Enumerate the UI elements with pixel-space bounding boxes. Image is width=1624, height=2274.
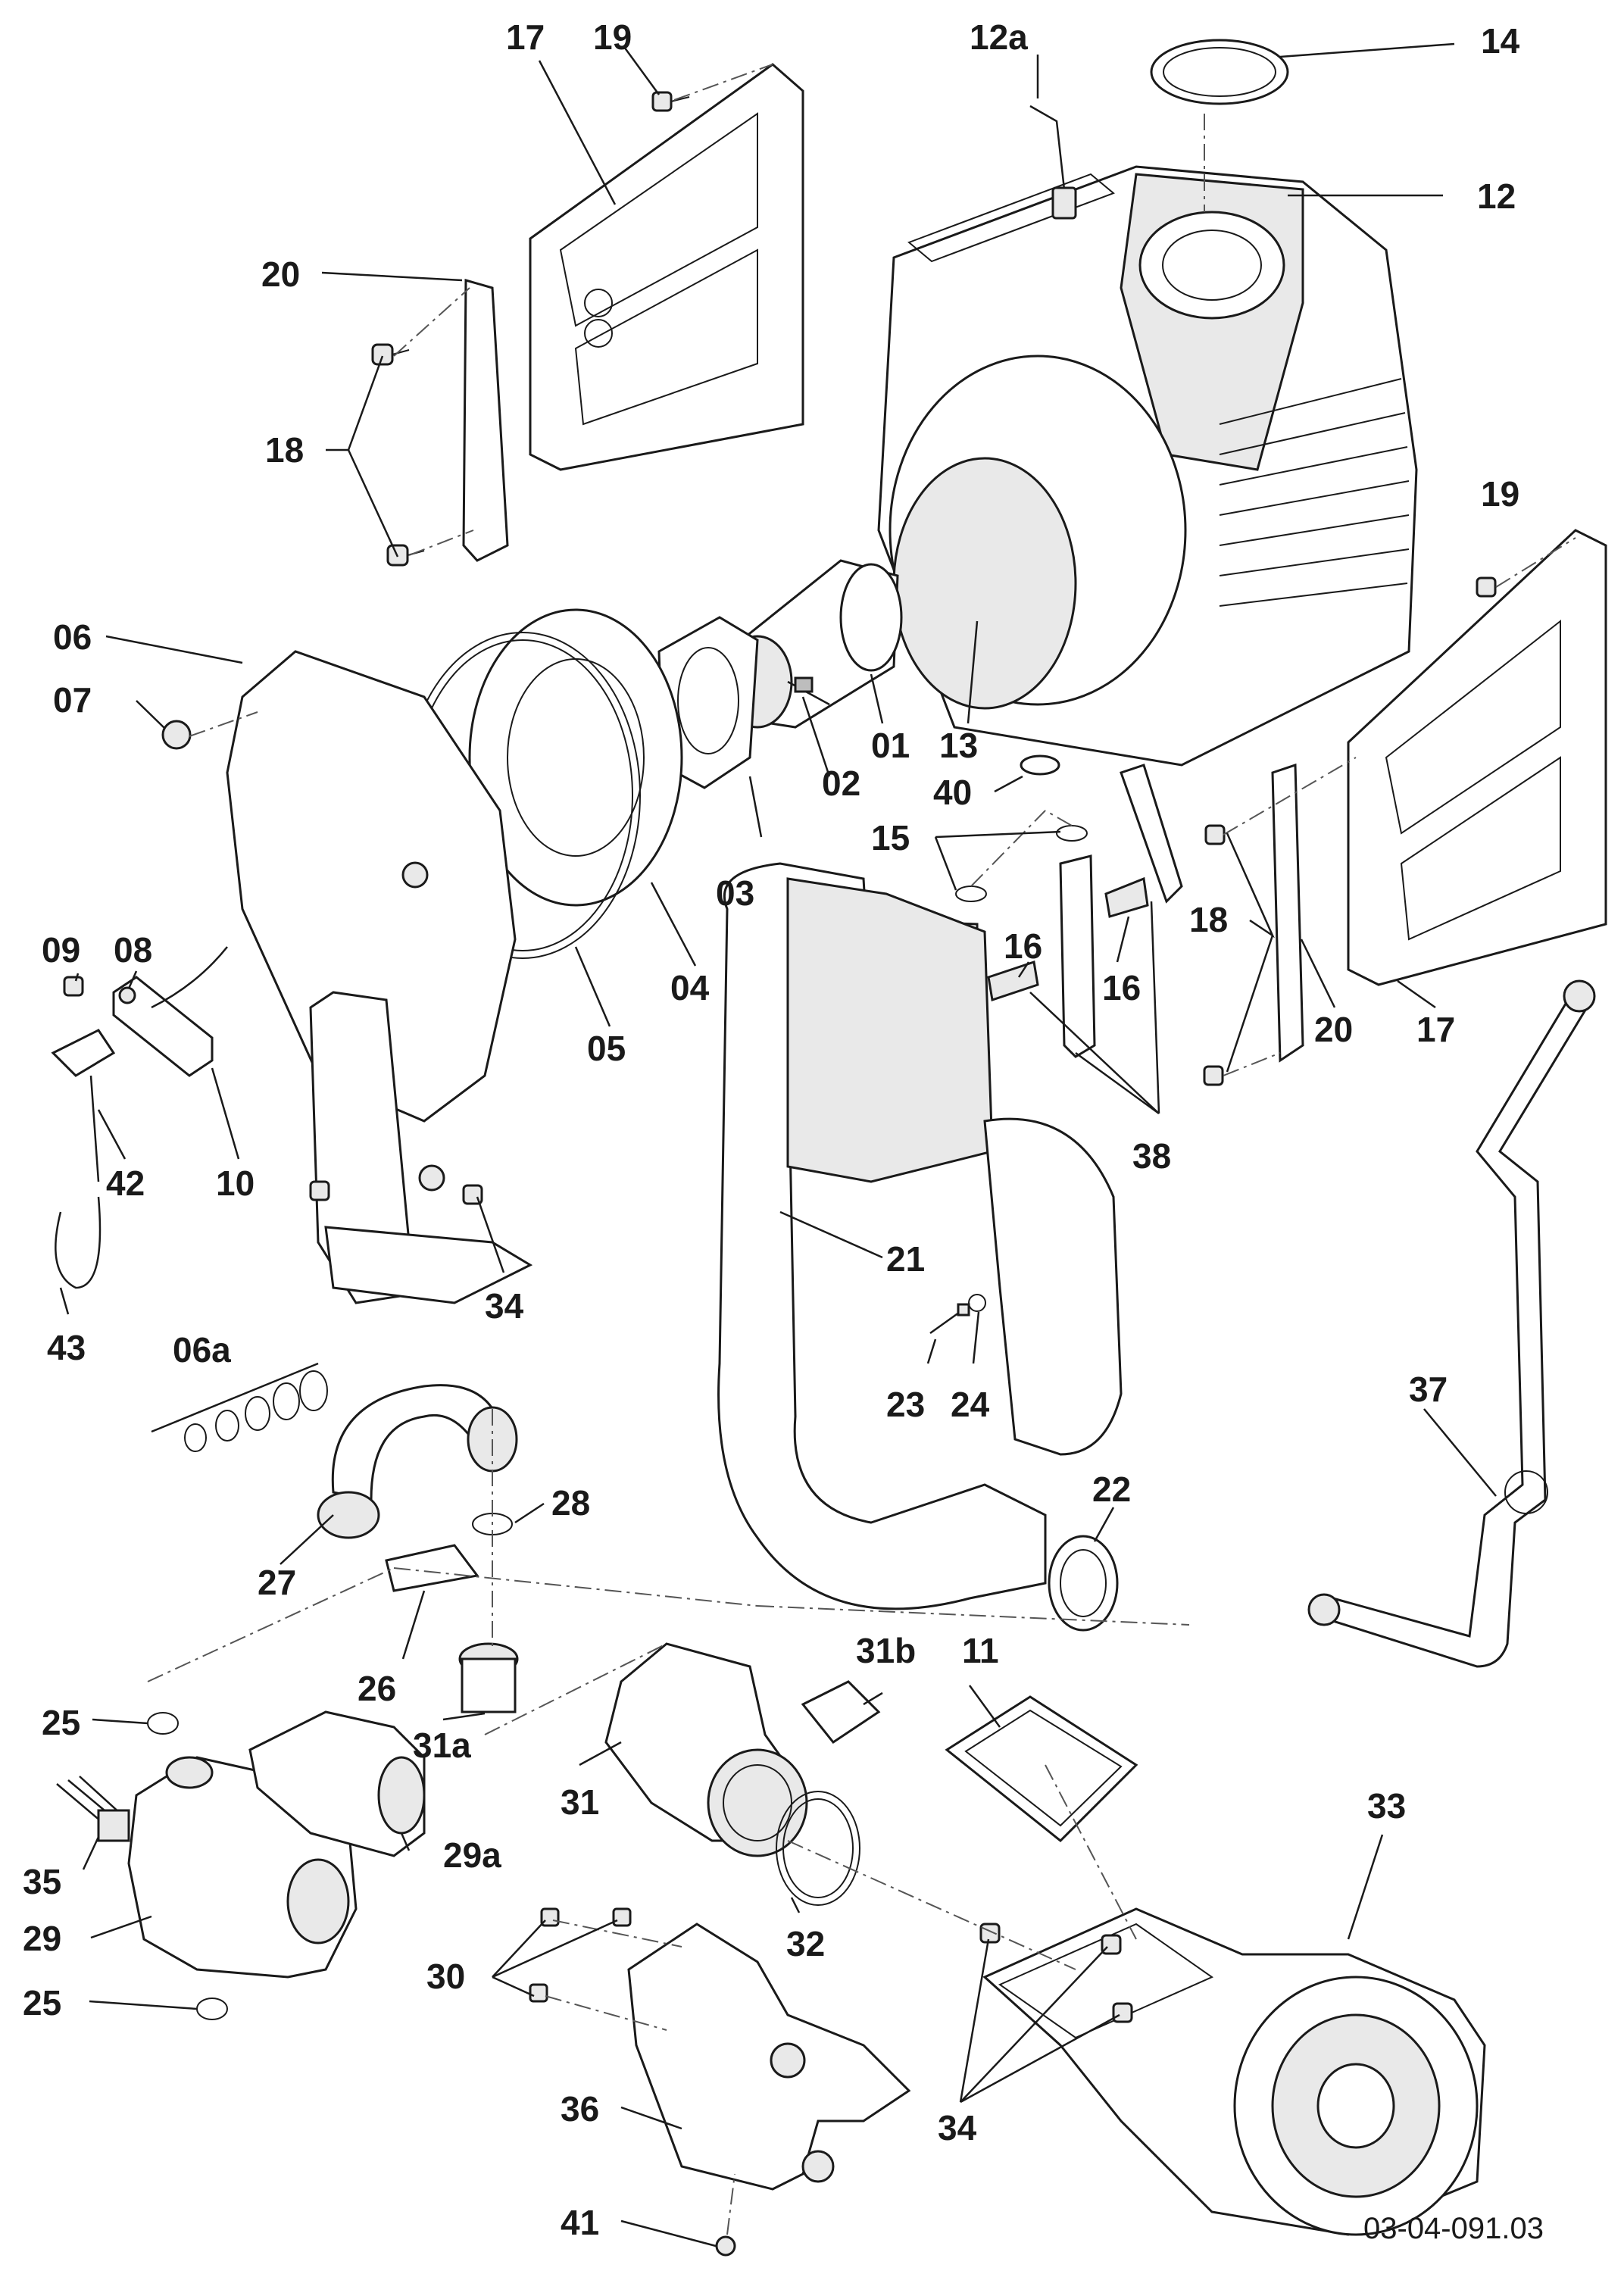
- label-06: 06: [53, 617, 92, 657]
- part-14-flue-gasket: [1150, 39, 1289, 105]
- label-34: 34: [485, 1286, 524, 1326]
- label-23: 23: [886, 1385, 925, 1424]
- label-21: 21: [886, 1239, 925, 1279]
- part-41-screw: [715, 2235, 736, 2257]
- part-31a-adapter: [458, 1642, 519, 1713]
- assembly-lines: [147, 64, 1576, 2235]
- part-19-screw-top: [651, 91, 690, 112]
- label-30: 30: [426, 1957, 465, 1996]
- part-43-ignition-lead: [55, 1196, 102, 1289]
- label-03: 03: [716, 873, 754, 913]
- part-31b-clip: [801, 1680, 881, 1745]
- label-29: 29: [23, 1919, 61, 1958]
- label-31: 31: [561, 1782, 599, 1822]
- label-10: 10: [216, 1164, 255, 1203]
- label-19: 19: [593, 17, 632, 57]
- part-23-screw: [929, 1303, 970, 1335]
- label-16: 16: [1004, 926, 1042, 966]
- label-12a: 12a: [970, 17, 1028, 57]
- part-24-washer: [968, 1294, 986, 1312]
- callout-labels: 17 19 12a 14 12 20 18 19 06 07 13 01 02 …: [23, 17, 1544, 2245]
- part-fan-duct: [309, 991, 533, 1304]
- part-26-clip: [385, 1544, 479, 1592]
- label-31b: 31b: [856, 1631, 916, 1670]
- part-32-o-ring: [776, 1791, 860, 1906]
- part-02-electrode: [787, 676, 830, 706]
- part-06a-o-ring-set: [151, 1362, 328, 1452]
- label-09: 09: [42, 930, 80, 970]
- part-18-screws-top: [371, 343, 425, 567]
- label-08: 08: [114, 930, 152, 970]
- label-17: 17: [1416, 1010, 1455, 1049]
- label-22: 22: [1092, 1470, 1131, 1509]
- label-41: 41: [561, 2203, 599, 2242]
- part-21-air-intake-duct: [717, 862, 1123, 1610]
- part-42-ignition-cable: [51, 1029, 116, 1182]
- part-20-rail-top: [462, 279, 509, 562]
- part-13-burner-opening: [889, 355, 1187, 710]
- label-06a: 06a: [173, 1330, 231, 1370]
- label-43: 43: [47, 1328, 86, 1367]
- part-35-connector: [56, 1776, 130, 1842]
- part-06-burner-door: [226, 650, 517, 1192]
- label-18: 18: [1189, 900, 1228, 939]
- label-25: 25: [42, 1703, 80, 1742]
- part-22-duct-seal: [1048, 1535, 1119, 1632]
- part-37-gas-pipe: [1307, 979, 1596, 1668]
- part-12a-sensor: [1029, 105, 1077, 220]
- part-08-electrode-holder: [112, 946, 228, 1077]
- part-40-hose-clamp: [1020, 754, 1060, 776]
- label-38: 38: [1132, 1136, 1171, 1176]
- label-16: 16: [1102, 968, 1141, 1007]
- part-30-screws: [529, 1907, 632, 2003]
- label-34: 34: [938, 2108, 977, 2147]
- label-17: 17: [506, 17, 545, 57]
- label-26: 26: [358, 1669, 396, 1708]
- label-18: 18: [265, 430, 304, 470]
- part-19-screw-right: [1476, 576, 1497, 598]
- part-31-venturi: [604, 1642, 808, 1857]
- label-20: 20: [261, 255, 300, 294]
- label-36: 36: [561, 2089, 599, 2129]
- part-09-screw: [63, 976, 84, 997]
- label-14: 14: [1481, 21, 1520, 61]
- label-28: 28: [551, 1483, 590, 1523]
- part-33-fan: [982, 1907, 1486, 2236]
- label-04: 04: [670, 968, 710, 1007]
- part-11-fan-gasket: [945, 1695, 1138, 1843]
- label-11: 11: [962, 1631, 999, 1670]
- label-07: 07: [53, 680, 92, 720]
- label-31a: 31a: [413, 1726, 471, 1765]
- label-20: 20: [1314, 1010, 1353, 1049]
- label-32: 32: [786, 1924, 825, 1963]
- label-24: 24: [951, 1385, 990, 1424]
- label-33: 33: [1367, 1786, 1406, 1826]
- label-37: 37: [1409, 1370, 1448, 1409]
- label-27: 27: [258, 1563, 296, 1602]
- label-40: 40: [933, 773, 972, 812]
- label-13: 13: [939, 726, 978, 765]
- label-01: 01: [871, 726, 910, 765]
- part-04-insulation-disc: [468, 608, 683, 907]
- label-15: 15: [871, 818, 910, 857]
- label-19: 19: [1481, 474, 1519, 514]
- part-20-rail-right: [1271, 763, 1304, 1063]
- part-27-gas-pipe-bend: [317, 1384, 518, 1539]
- drawing-reference: 03-04-091.03: [1363, 2212, 1544, 2245]
- label-35: 35: [23, 1862, 61, 1901]
- label-42: 42: [106, 1164, 145, 1203]
- part-16-clips: [987, 876, 1149, 1001]
- part-17-mounting-bracket-right: [1347, 529, 1607, 986]
- leader-lines: [59, 42, 1497, 2247]
- label-29a: 29a: [443, 1835, 501, 1875]
- label-25: 25: [23, 1983, 61, 2023]
- part-18-screws-right: [1203, 824, 1226, 1086]
- label-05: 05: [587, 1029, 626, 1068]
- part-07-nut: [161, 720, 192, 750]
- label-02: 02: [822, 764, 860, 803]
- part-17-mounting-bracket-top: [529, 63, 804, 471]
- part-36-mounting-bracket: [627, 1923, 911, 2191]
- label-12: 12: [1477, 176, 1516, 216]
